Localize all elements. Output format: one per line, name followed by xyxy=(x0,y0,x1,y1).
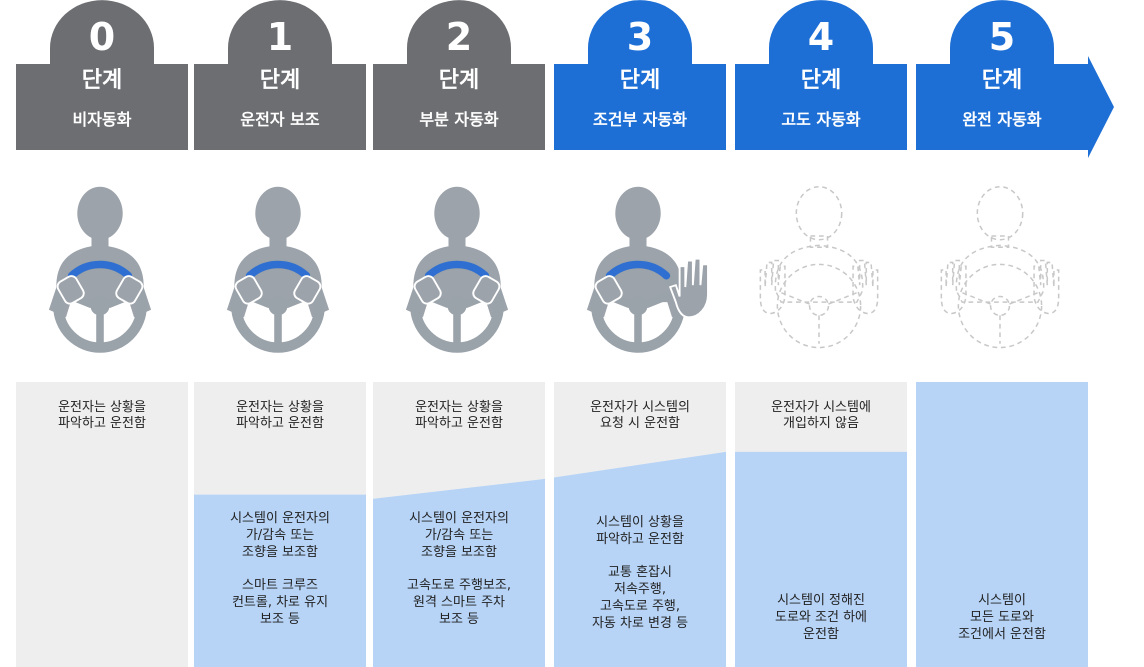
system-role-paragraph: 고속도로 주행보조, 원격 스마트 주차 보조 등 xyxy=(407,578,511,627)
driver-role-text: 운전자는 상황을 파악하고 운전함 xyxy=(415,400,503,431)
level-name: 비자동화 xyxy=(72,110,132,129)
level-tab-shape-1 xyxy=(194,0,366,150)
level-number: 1 xyxy=(266,15,294,59)
level-name: 조건부 자동화 xyxy=(593,110,687,129)
system-share-area xyxy=(194,494,366,667)
level-step-label: 단계 xyxy=(438,68,480,93)
level-name: 부분 자동화 xyxy=(419,110,499,129)
level-banner xyxy=(16,0,1114,158)
level-number: 5 xyxy=(988,15,1016,59)
level-step-label: 단계 xyxy=(800,68,842,93)
level-tab-shape-4 xyxy=(735,0,907,150)
level-tab-shape-2 xyxy=(373,0,545,150)
system-role-paragraph: 시스템이 정해진 도로와 조건 하에 운전함 xyxy=(775,593,867,642)
driver-hands-on-icon xyxy=(405,186,509,353)
level-step-label: 단계 xyxy=(619,68,661,93)
driver-role-text: 운전자가 시스템에 개입하지 않음 xyxy=(771,400,871,431)
level-name: 완전 자동화 xyxy=(962,110,1042,129)
level-tab-shape-5 xyxy=(916,0,1114,158)
system-share-area xyxy=(373,478,545,667)
level-tab-shape-0 xyxy=(16,0,188,150)
system-role-paragraph: 스마트 크루즈 컨트롤, 차로 유지 보조 등 xyxy=(231,578,329,627)
driver-hands-on-icon xyxy=(226,186,330,353)
driver-role-text: 운전자는 상황을 파악하고 운전함 xyxy=(58,400,146,431)
level-number: 4 xyxy=(807,15,835,59)
system-role-paragraph: 시스템이 상황을 파악하고 운전함 xyxy=(596,515,684,547)
driver-role-text: 운전자는 상황을 파악하고 운전함 xyxy=(236,400,324,431)
system-role-text: 시스템이 정해진 도로와 조건 하에 운전함 xyxy=(735,592,907,643)
level-number: 3 xyxy=(626,15,654,59)
level-number: 2 xyxy=(445,15,473,59)
system-role-text: 시스템이 모든 도로와 조건에서 운전함 xyxy=(916,592,1088,643)
level-step-label: 단계 xyxy=(259,68,301,93)
driver-hands-on-icon xyxy=(48,186,152,353)
system-role-paragraph: 시스템이 운전자의 가/감속 또는 조향을 보조함 xyxy=(409,511,509,560)
driver-outline-hands-up-icon xyxy=(940,186,1060,349)
responsibility-panel-5: 시스템이 모든 도로와 조건에서 운전함 xyxy=(916,382,1088,667)
level-step-label: 단계 xyxy=(981,68,1023,93)
level-name: 고도 자동화 xyxy=(781,110,861,129)
system-share-area xyxy=(554,451,726,667)
driver-hand-raised-icon xyxy=(586,186,708,353)
system-share-area xyxy=(916,382,1088,667)
level-number: 0 xyxy=(88,15,116,59)
system-role-paragraph: 시스템이 운전자의 가/감속 또는 조향을 보조함 xyxy=(230,511,330,560)
level-name: 운전자 보조 xyxy=(240,110,320,129)
driver-outline-hands-up-icon xyxy=(759,186,879,349)
system-share-area xyxy=(735,451,907,667)
responsibility-panel-0: 운전자는 상황을 파악하고 운전함 xyxy=(16,382,188,667)
level-step-label: 단계 xyxy=(81,68,123,93)
driver-role-text: 운전자가 시스템의 요청 시 운전함 xyxy=(590,400,690,431)
system-role-paragraph: 교통 혼잡시 저속주행, 고속도로 주행, 자동 차로 변경 등 xyxy=(591,565,689,631)
level-tab-shape-3 xyxy=(554,0,726,150)
system-role-paragraph: 시스템이 모든 도로와 조건에서 운전함 xyxy=(958,593,1046,642)
